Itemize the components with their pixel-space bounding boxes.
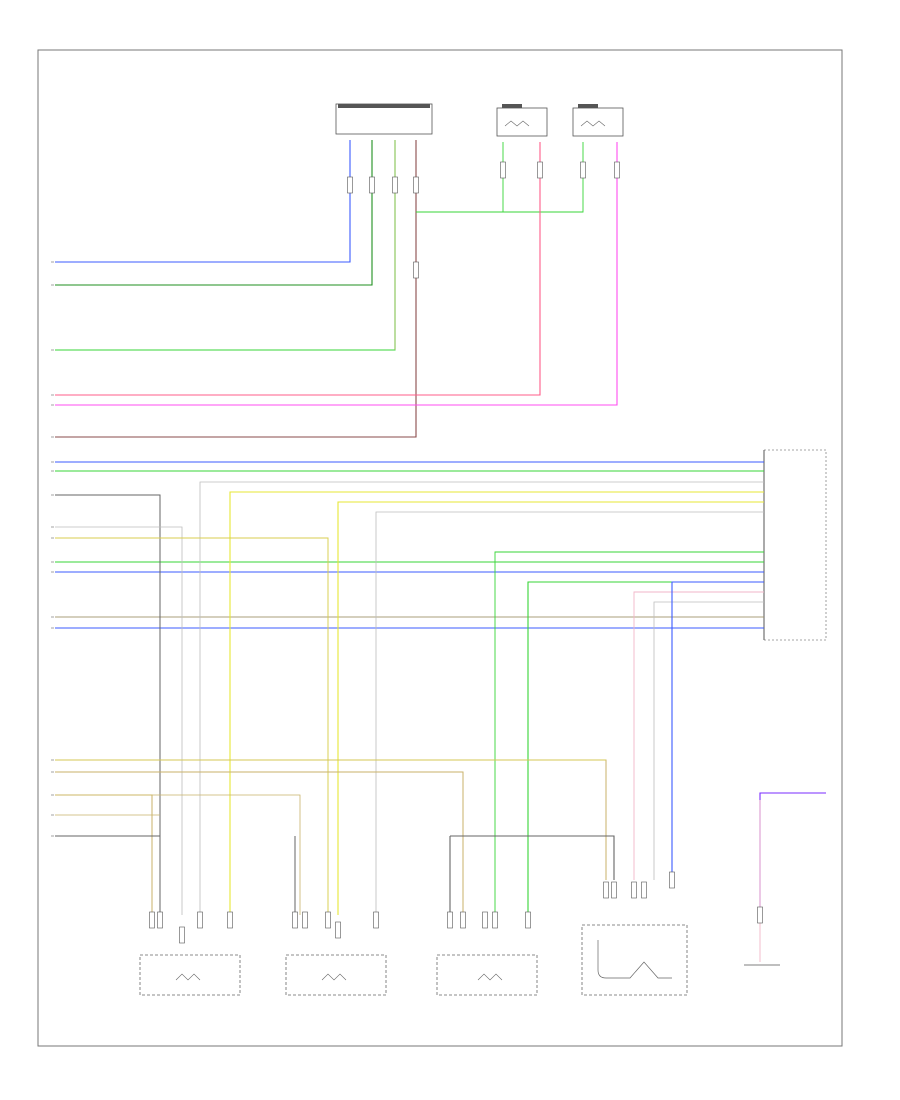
wire xyxy=(671,581,764,880)
wire-connector xyxy=(537,161,543,179)
wire xyxy=(55,142,541,396)
wire-connector xyxy=(197,911,203,929)
wire xyxy=(55,140,417,438)
sensor-b xyxy=(285,954,387,996)
wire-connector xyxy=(580,161,586,179)
wire xyxy=(527,581,764,915)
wire-connector xyxy=(302,911,308,929)
wire xyxy=(55,794,301,915)
wire-connector xyxy=(500,161,506,179)
wire-connector xyxy=(641,881,647,899)
wire xyxy=(55,526,183,915)
wire xyxy=(55,142,618,406)
wires xyxy=(55,140,826,962)
wire-connector xyxy=(369,176,375,194)
wire-connector xyxy=(525,911,531,929)
wire-connector xyxy=(757,906,763,924)
wire-connector xyxy=(347,176,353,194)
wire-connector xyxy=(482,911,488,929)
wire-connector xyxy=(149,911,155,929)
wire-connector xyxy=(227,911,233,929)
pin-ticks xyxy=(51,261,54,837)
wire-connector xyxy=(335,921,341,939)
wire-connector xyxy=(614,161,620,179)
wire-connector xyxy=(447,911,453,929)
wire-connector xyxy=(611,881,617,899)
actuator-d xyxy=(581,924,688,996)
wire xyxy=(55,771,464,915)
wire-connector xyxy=(631,881,637,899)
wire-connector xyxy=(413,261,419,279)
wire-connector xyxy=(669,871,675,889)
wire-connector xyxy=(603,881,609,899)
wire-connector xyxy=(373,911,379,929)
wire-connector xyxy=(460,911,466,929)
wire xyxy=(55,537,329,915)
wire xyxy=(337,501,764,915)
wire-connector xyxy=(292,911,298,929)
wire xyxy=(375,511,764,915)
wire-connector xyxy=(325,911,331,929)
wire xyxy=(450,835,615,880)
wire xyxy=(653,601,764,880)
right-module xyxy=(763,449,827,641)
wire xyxy=(416,142,504,213)
wire xyxy=(416,142,584,213)
wire xyxy=(759,792,826,915)
wire-connector xyxy=(179,926,185,944)
wire xyxy=(494,551,764,915)
wire xyxy=(55,537,329,915)
wire xyxy=(199,481,764,915)
sensor-c xyxy=(436,954,538,996)
sensor-a xyxy=(139,954,241,996)
wire xyxy=(55,140,373,286)
wire xyxy=(55,140,396,351)
wire-connector xyxy=(413,176,419,194)
right-top-sensor xyxy=(572,104,624,137)
diagram-frame xyxy=(37,49,843,1047)
wire xyxy=(633,591,764,880)
wire xyxy=(55,140,351,263)
wire-connector xyxy=(157,911,163,929)
wire xyxy=(229,491,764,915)
wire xyxy=(55,794,153,915)
wire-connectors xyxy=(149,161,763,944)
wire xyxy=(55,759,607,880)
wire-connector xyxy=(492,911,498,929)
top-module xyxy=(335,103,433,135)
left-top-sensor xyxy=(496,104,548,137)
wire xyxy=(55,494,161,915)
wire-connector xyxy=(392,176,398,194)
